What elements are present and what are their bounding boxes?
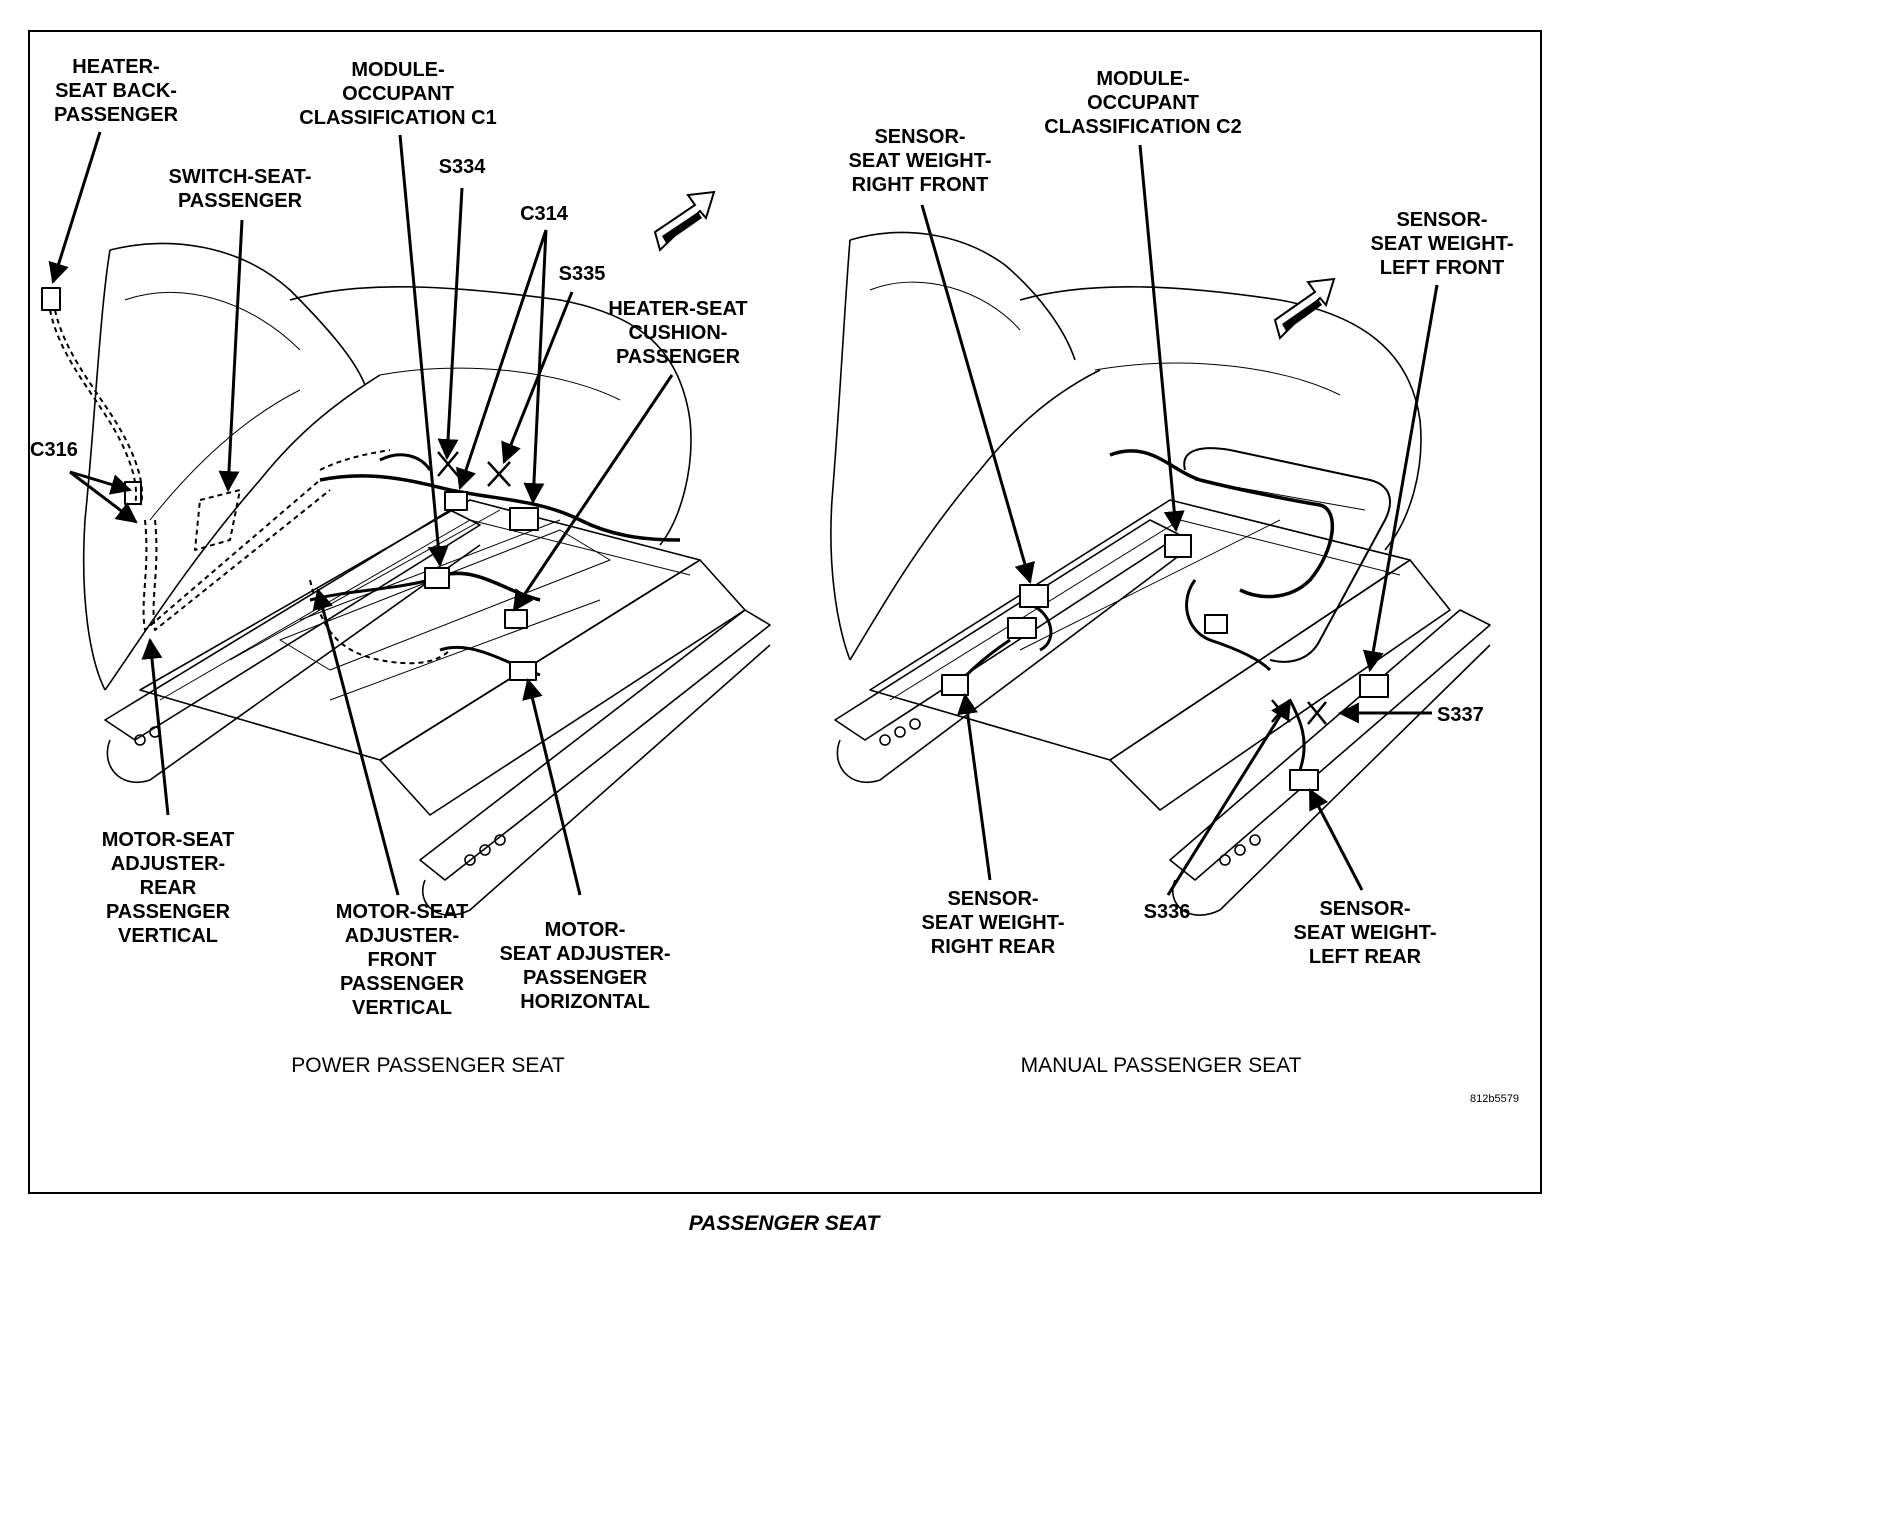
label-motor-horizontal: MOTOR- SEAT ADJUSTER- PASSENGER HORIZONT… [499, 919, 671, 1013]
power-seat-leader-lines [48, 131, 674, 896]
label-sensor-right-rear: SENSOR- SEAT WEIGHT- RIGHT REAR [921, 888, 1065, 958]
label-sensor-left-front: SENSOR- SEAT WEIGHT- LEFT FRONT [1370, 209, 1514, 279]
diagram-frame [28, 30, 1542, 1194]
fwd-arrow-icon [653, 190, 716, 252]
label-heater-seat-cushion: HEATER-SEAT CUSHION- PASSENGER [608, 298, 748, 368]
figure-caption: PASSENGER SEAT [688, 1212, 880, 1235]
manual-seat-leader-lines [920, 144, 1439, 896]
label-s337: S337 [1437, 704, 1484, 726]
label-s335: S335 [558, 263, 606, 285]
label-heater-seat-back: HEATER- SEAT BACK- PASSENGER [53, 56, 179, 126]
label-module-occupant-c1: MODULE- OCCUPANT CLASSIFICATION C1 [299, 59, 497, 129]
manual-seat-illustration [830, 231, 1491, 916]
label-switch-seat: SWITCH-SEAT- PASSENGER [168, 166, 312, 212]
subtitle-manual-seat: MANUAL PASSENGER SEAT [1020, 1054, 1302, 1077]
diagram-artwork [41, 131, 1491, 916]
label-sensor-right-front: SENSOR- SEAT WEIGHT- RIGHT FRONT [848, 126, 992, 196]
label-c314: C314 [520, 203, 568, 225]
reference-code: 812b5579 [1470, 1093, 1519, 1105]
label-s334: S334 [438, 156, 486, 178]
label-motor-rear-vertical: MOTOR-SEAT ADJUSTER- REAR PASSENGER VERT… [101, 829, 235, 947]
label-module-occupant-c2: MODULE- OCCUPANT CLASSIFICATION C2 [1044, 68, 1242, 138]
fwd-arrow-icon [1273, 277, 1336, 340]
power-seat-illustration [41, 242, 771, 916]
label-sensor-left-rear: SENSOR- SEAT WEIGHT- LEFT REAR [1293, 898, 1437, 968]
label-motor-front-vertical: MOTOR-SEAT ADJUSTER- FRONT PASSENGER VER… [335, 901, 469, 1019]
label-s336: S336 [1143, 901, 1191, 923]
label-c316: C316 [30, 439, 78, 461]
subtitle-power-seat: POWER PASSENGER SEAT [291, 1054, 565, 1077]
